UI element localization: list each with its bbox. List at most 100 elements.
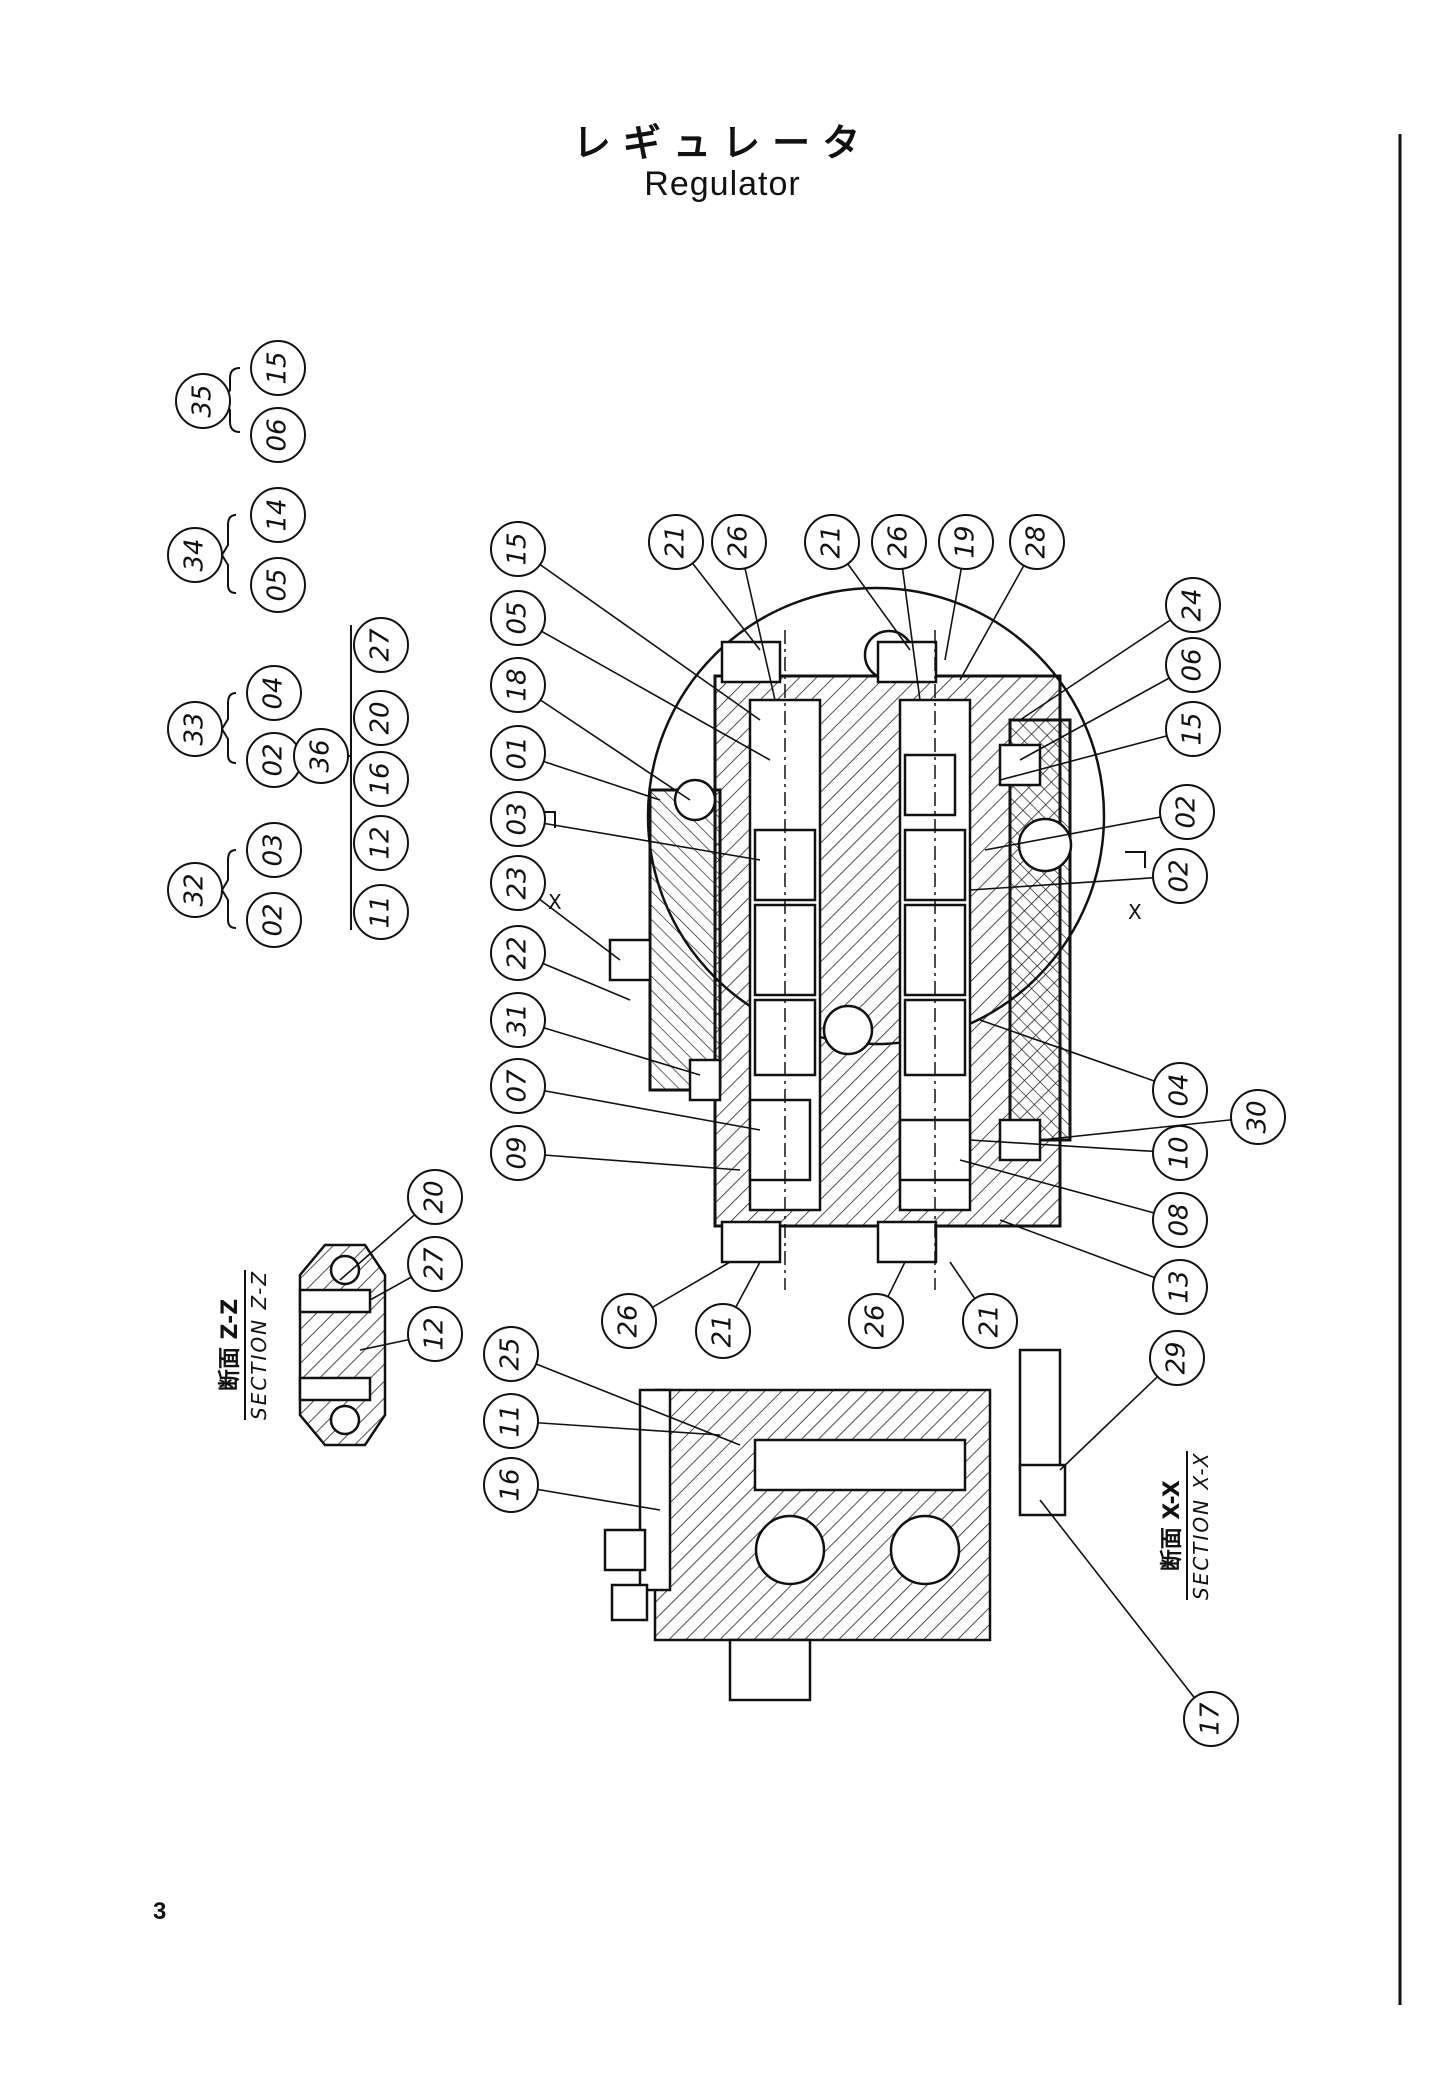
part-callout: 07 — [490, 1058, 546, 1114]
part-callout: 30 — [1230, 1089, 1286, 1145]
leader-line — [1039, 1499, 1212, 1720]
part-callout: 12 — [353, 815, 409, 871]
leader-line — [517, 548, 761, 721]
main-section-view — [535, 586, 1146, 1290]
part-callout: 21 — [962, 1293, 1018, 1349]
part-callout: 22 — [490, 925, 546, 981]
part-callout: 18 — [490, 657, 546, 713]
page-number: 3 — [153, 1898, 167, 1925]
leader-line — [999, 728, 1194, 781]
part-number: 25 — [496, 1337, 526, 1371]
part-number: 26 — [614, 1304, 644, 1338]
part-number: 23 — [503, 866, 533, 900]
section-x-x-label: 断面 X-X SECTION X-X — [1160, 1451, 1214, 1600]
part-callout: 16 — [483, 1457, 539, 1513]
part-number: 27 — [366, 628, 396, 662]
leader-line — [1019, 604, 1194, 721]
part-number: 21 — [661, 525, 691, 559]
part-callout: 06 — [1165, 637, 1221, 693]
part-number: 11 — [366, 895, 396, 929]
part-callout: 05 — [250, 557, 306, 613]
part-callout: 31 — [490, 992, 546, 1048]
part-number: 06 — [1178, 648, 1208, 682]
part-callout: 24 — [1165, 577, 1221, 633]
part-number: 20 — [366, 701, 396, 735]
part-number: 31 — [503, 1003, 533, 1037]
part-callout: 11 — [483, 1393, 539, 1449]
part-callout: 34 — [167, 527, 223, 583]
part-number: 02 — [259, 743, 289, 777]
part-number: 14 — [263, 498, 293, 532]
part-callout: 35 — [175, 373, 231, 429]
cut-mark-right: X — [1128, 900, 1142, 924]
part-number: 03 — [503, 802, 533, 836]
part-callout: 33 — [167, 701, 223, 757]
part-callout: 14 — [250, 487, 306, 543]
part-number: 04 — [1165, 1073, 1195, 1107]
part-number: 32 — [180, 873, 210, 907]
part-callout: 26 — [711, 514, 767, 570]
leader-line — [517, 1152, 741, 1171]
part-number: 19 — [951, 525, 981, 559]
part-number: 29 — [1162, 1341, 1192, 1375]
part-number: 06 — [263, 418, 293, 452]
part-callout: 25 — [483, 1326, 539, 1382]
part-number: 22 — [503, 936, 533, 970]
part-number: 11 — [496, 1404, 526, 1438]
part-callout: 04 — [246, 665, 302, 721]
part-number: 15 — [263, 351, 293, 385]
part-callout: 21 — [648, 514, 704, 570]
cut-mark-left: X — [548, 890, 562, 914]
section-z-z-jp: 断面 Z-Z — [218, 1269, 246, 1420]
part-callout: 15 — [1165, 701, 1221, 757]
part-callout: 20 — [407, 1169, 463, 1225]
part-number: 18 — [503, 668, 533, 702]
part-number: 28 — [1022, 525, 1052, 559]
part-number: 16 — [496, 1468, 526, 1502]
part-number: 02 — [1165, 859, 1195, 893]
section-z-z-view — [298, 1243, 387, 1447]
part-callout: 36 — [293, 728, 349, 784]
section-z-z-en: SECTION Z-Z — [247, 1269, 271, 1420]
part-callout: 15 — [490, 521, 546, 577]
part-callout: 16 — [353, 751, 409, 807]
part-callout: 03 — [246, 822, 302, 878]
part-callout: 26 — [601, 1293, 657, 1349]
part-callout: 21 — [804, 514, 860, 570]
part-callout: 27 — [407, 1236, 463, 1292]
part-callout: 23 — [490, 855, 546, 911]
section-x-x-en: SECTION X-X — [1189, 1451, 1213, 1600]
part-number: 20 — [420, 1180, 450, 1214]
part-callout: 21 — [695, 1303, 751, 1359]
part-number: 21 — [975, 1304, 1005, 1338]
part-number: 12 — [420, 1317, 450, 1351]
part-callout: 29 — [1149, 1330, 1205, 1386]
leader-line — [1019, 664, 1194, 761]
leader-line — [510, 1420, 721, 1436]
part-number: 12 — [366, 826, 396, 860]
part-number: 07 — [503, 1069, 533, 1103]
page-title: Regulator — [644, 165, 801, 203]
part-number: 35 — [188, 384, 218, 418]
leader-line — [959, 1159, 1181, 1221]
leader-line — [969, 1139, 1181, 1154]
part-number: 15 — [1178, 712, 1208, 746]
leader-line — [517, 1019, 701, 1076]
part-callout: 12 — [407, 1306, 463, 1362]
part-number: 16 — [366, 762, 396, 796]
part-callout: 11 — [353, 884, 409, 940]
part-number: 02 — [259, 903, 289, 937]
part-number: 21 — [817, 525, 847, 559]
part-number: 04 — [259, 676, 289, 710]
part-callout: 15 — [250, 340, 306, 396]
part-callout: 27 — [353, 617, 409, 673]
leader-line — [1039, 1116, 1259, 1141]
part-number: 36 — [306, 739, 336, 773]
part-callout: 02 — [246, 892, 302, 948]
part-number: 02 — [1172, 795, 1202, 829]
part-number: 05 — [503, 601, 533, 635]
part-number: 27 — [420, 1247, 450, 1281]
part-callout: 04 — [1152, 1062, 1208, 1118]
leader-line — [969, 875, 1181, 891]
